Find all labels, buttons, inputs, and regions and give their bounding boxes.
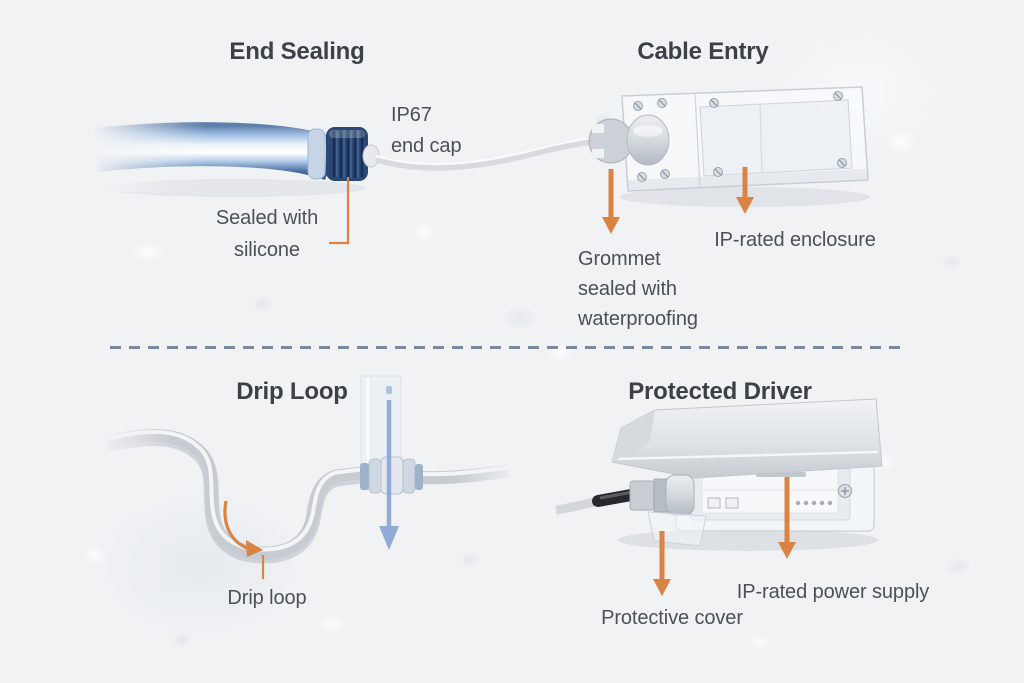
grommet-arrow [602, 169, 620, 234]
enclosure-screw-slots [634, 92, 846, 181]
cable-fade [90, 118, 208, 192]
section-divider-dashed [110, 346, 907, 349]
label-grommet-sealed: Grommet sealed with waterproofing [578, 248, 698, 330]
silicone-leader-line [329, 177, 350, 245]
feed-wire [375, 136, 608, 171]
cover-screw [837, 483, 853, 499]
title-drip-loop: Drip Loop [236, 378, 348, 405]
protective-hood [611, 398, 883, 479]
inline-coupler [360, 456, 423, 495]
label-ip67-end-cap: IP67 end cap [391, 104, 462, 157]
enclosure-arrow [736, 167, 754, 214]
power-supply-arrow [778, 477, 796, 559]
loop-cable-highlight [107, 430, 363, 552]
inner-panel-seam [759, 103, 763, 174]
drip-direction-arrow [223, 500, 263, 557]
enclosure-inner-panel [699, 99, 853, 177]
loop-cable-fade-right [452, 450, 520, 496]
label-ip-rated-power-supply: IP-rated power supply [736, 581, 930, 603]
protective-cover-flap [647, 511, 707, 547]
title-protected-driver: Protected Driver [628, 378, 812, 405]
label-ip-rated-enclosure: IP-rated enclosure [714, 229, 876, 251]
title-end-sealing: End Sealing [229, 38, 365, 65]
protective-cover-arrow [653, 531, 671, 596]
label-protective-cover: Protective cover [601, 607, 743, 629]
callout-arrows [602, 167, 796, 596]
title-cable-entry: Cable Entry [637, 38, 769, 65]
enclosure-bottom-shade [628, 169, 868, 191]
end-sealing-illustration [90, 118, 608, 245]
loop-cable-fade-left [96, 418, 174, 470]
cable-entry-illustration [588, 86, 870, 207]
driver-cable-gland [555, 474, 695, 516]
label-sealed-with-silicone: Sealed with silicone [215, 207, 319, 261]
ip67-end-cap [326, 127, 368, 181]
drip-loop-illustration [96, 375, 520, 579]
label-drip-loop: Drip loop [227, 587, 307, 609]
cable-collar-ring [307, 128, 326, 180]
protected-driver-illustration [555, 398, 883, 551]
cable-gland-grommet [588, 114, 670, 166]
water-flow-arrow [379, 386, 399, 550]
enclosure-plate-seam [694, 93, 701, 188]
feed-wire-highlight [375, 136, 608, 166]
